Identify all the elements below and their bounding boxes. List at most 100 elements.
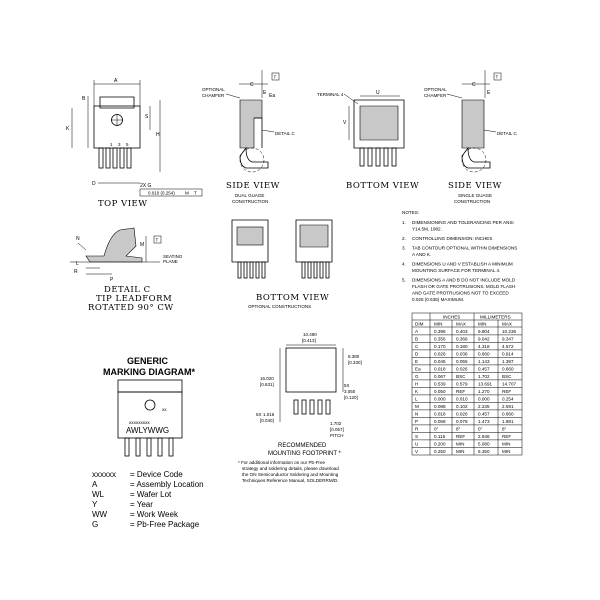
pin-5-label: 5 bbox=[126, 142, 129, 147]
table-value-cell: 0.660 bbox=[478, 352, 490, 357]
table-value-cell: 0.058 bbox=[434, 419, 446, 424]
svg-text:16.020: 16.020 bbox=[260, 376, 274, 381]
table-dim-cell: M bbox=[415, 404, 419, 409]
table-value-cell: 1.397 bbox=[502, 359, 514, 364]
table-value-cell: 0.010 bbox=[456, 397, 468, 402]
side-view-1-caption: SIDE VIEW bbox=[226, 181, 280, 191]
note-text: TAB CONTOUR OPTIONAL WITHIN DIMENSIONS bbox=[412, 246, 517, 251]
table-value-cell: 2.946 bbox=[478, 434, 490, 439]
table-dim-cell: L bbox=[415, 397, 418, 402]
table-value-cell: 4.572 bbox=[502, 344, 514, 349]
legend-code: A bbox=[92, 480, 98, 489]
table-value-cell: 0.000 bbox=[478, 397, 490, 402]
table-value-cell: 0.088 bbox=[434, 404, 446, 409]
top-view: A B K S H 1 3 5 D 2X G 0.010 (0.254) M bbox=[66, 78, 203, 209]
legend-meaning: = Wafer Lot bbox=[130, 490, 172, 499]
bottom-view-2-caption: BOTTOM VIEW bbox=[256, 293, 329, 303]
table-value-cell: MIN bbox=[502, 449, 510, 454]
svg-text:E: E bbox=[263, 90, 267, 96]
chip-date-code: AWLYWWG bbox=[126, 426, 169, 435]
table-value-cell: 9.804 bbox=[478, 329, 490, 334]
dim-b-label: B bbox=[82, 96, 86, 102]
table-value-cell: 0.045 bbox=[434, 359, 446, 364]
marking-title-1: GENERIC bbox=[127, 356, 169, 366]
svg-text:M: M bbox=[140, 242, 144, 248]
table-dim-cell: P bbox=[415, 419, 418, 424]
table-value-cell: 0.018 bbox=[434, 412, 446, 417]
table-dim-cell: V bbox=[415, 449, 419, 454]
table-dim-cell: K bbox=[415, 389, 419, 394]
table-value-cell: REF bbox=[456, 434, 465, 439]
table-value-cell: 4.318 bbox=[478, 344, 490, 349]
svg-text:SINGLE GUAGE: SINGLE GUAGE bbox=[458, 193, 492, 198]
pin-1-label: 1 bbox=[110, 142, 113, 147]
table-header-cell: MAX bbox=[502, 322, 512, 327]
table-value-cell: 0.396 bbox=[434, 329, 446, 334]
table-value-cell: 0.116 bbox=[434, 434, 446, 439]
dim-g-label: 2X G bbox=[140, 183, 152, 189]
svg-text:T: T bbox=[274, 75, 277, 80]
svg-text:[0.067]: [0.067] bbox=[330, 427, 344, 432]
table-value-cell: 0.026 bbox=[434, 352, 446, 357]
detail-c: N L R P M T SEATING PLANE DETAIL C TIP L… bbox=[70, 227, 183, 313]
table-value-cell: 10.236 bbox=[502, 329, 516, 334]
table-value-cell: 0.055 bbox=[456, 359, 468, 364]
table-value-cell: 0.000 bbox=[434, 397, 446, 402]
table-value-cell: MIN bbox=[456, 442, 464, 447]
tolerance-m: M bbox=[185, 191, 189, 196]
table-value-cell: 0.026 bbox=[456, 367, 468, 372]
table-value-cell: 2.235 bbox=[478, 404, 490, 409]
note-number: 2. bbox=[402, 236, 406, 241]
table-header-cell: MIN bbox=[434, 322, 442, 327]
svg-text:3.050: 3.050 bbox=[344, 389, 356, 394]
note-text: Y14.5M, 1982. bbox=[412, 227, 442, 232]
svg-text:CONSTRUCTION: CONSTRUCTION bbox=[232, 199, 268, 204]
note-number: 3. bbox=[402, 246, 406, 251]
legend-meaning: = Year bbox=[130, 500, 153, 509]
svg-text:L: L bbox=[76, 261, 79, 267]
note-number: 1. bbox=[402, 220, 406, 225]
tolerance-box: 0.010 (0.254) bbox=[148, 191, 175, 196]
table-value-cell: 0.403 bbox=[456, 329, 468, 334]
note-text: DIMENSIONS A AND B DO NOT INCLUDE MOLD bbox=[412, 278, 516, 283]
bottom-view-1: TERMINAL 4 U V BOTTOM VIEW bbox=[317, 90, 419, 191]
table-value-cell: REF bbox=[502, 434, 511, 439]
table-value-cell: MIN bbox=[502, 442, 510, 447]
side-view-single: OPTIONAL CHAMFER C T E DETAIL C SIDE VIE… bbox=[424, 70, 518, 204]
table-value-cell: 0.250 bbox=[434, 449, 446, 454]
table-dim-cell: A bbox=[415, 329, 419, 334]
table-dim-cell: U bbox=[415, 442, 418, 447]
table-dim-cell: B bbox=[415, 337, 418, 342]
table-value-cell: 0.050 bbox=[434, 389, 446, 394]
table-dim-cell: N bbox=[415, 412, 418, 417]
svg-text:* For additional information o: * For additional information on our Pb-F… bbox=[238, 460, 326, 465]
bottom-view-2: BOTTOM VIEW OPTIONAL CONSTRUCTIONS bbox=[231, 219, 333, 309]
table-value-cell: 8° bbox=[456, 427, 461, 432]
mounting-footprint: 10.490 [0.413] 8.380 [0.330] 16.020 [0.6… bbox=[238, 332, 362, 483]
svg-text:U: U bbox=[376, 90, 380, 96]
svg-text:SEATING: SEATING bbox=[163, 254, 183, 259]
legend-code: xxxxxx bbox=[92, 470, 116, 479]
table-value-cell: 0.457 bbox=[478, 367, 490, 372]
note-text: CONTROLLING DIMENSION: INCHES bbox=[412, 236, 492, 241]
table-value-cell: 0° bbox=[478, 427, 483, 432]
table-value-cell: 0.254 bbox=[502, 397, 514, 402]
table-value-cell: 2.591 bbox=[502, 404, 514, 409]
svg-text:DUAL GUAGE: DUAL GUAGE bbox=[235, 193, 264, 198]
table-header-cell: DIM bbox=[415, 322, 424, 327]
svg-text:C: C bbox=[472, 82, 476, 88]
table-dim-cell: Ea bbox=[415, 367, 421, 372]
table-dim-cell: S bbox=[415, 434, 418, 439]
svg-text:CONSTRUCTION: CONSTRUCTION bbox=[454, 199, 490, 204]
table-value-cell: 0.914 bbox=[502, 352, 514, 357]
svg-text:ROTATED 90° CW: ROTATED 90° CW bbox=[88, 303, 174, 313]
package-body bbox=[93, 105, 141, 149]
svg-text:E: E bbox=[487, 90, 491, 96]
svg-text:Ea: Ea bbox=[269, 93, 275, 99]
tolerance-t: T bbox=[194, 191, 197, 196]
dim-a-label: A bbox=[114, 78, 118, 84]
table-value-cell: 0.170 bbox=[434, 344, 446, 349]
note-number: 4. bbox=[402, 262, 406, 267]
